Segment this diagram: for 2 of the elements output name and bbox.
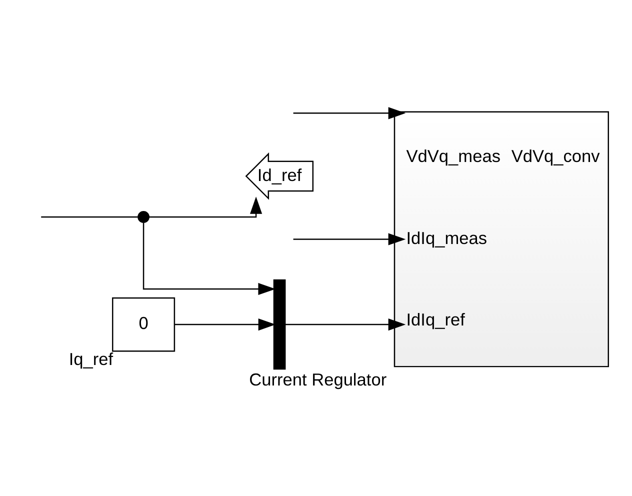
node-label: Iq_ref — [68, 348, 114, 368]
node-label: Current Regulator — [249, 368, 387, 389]
